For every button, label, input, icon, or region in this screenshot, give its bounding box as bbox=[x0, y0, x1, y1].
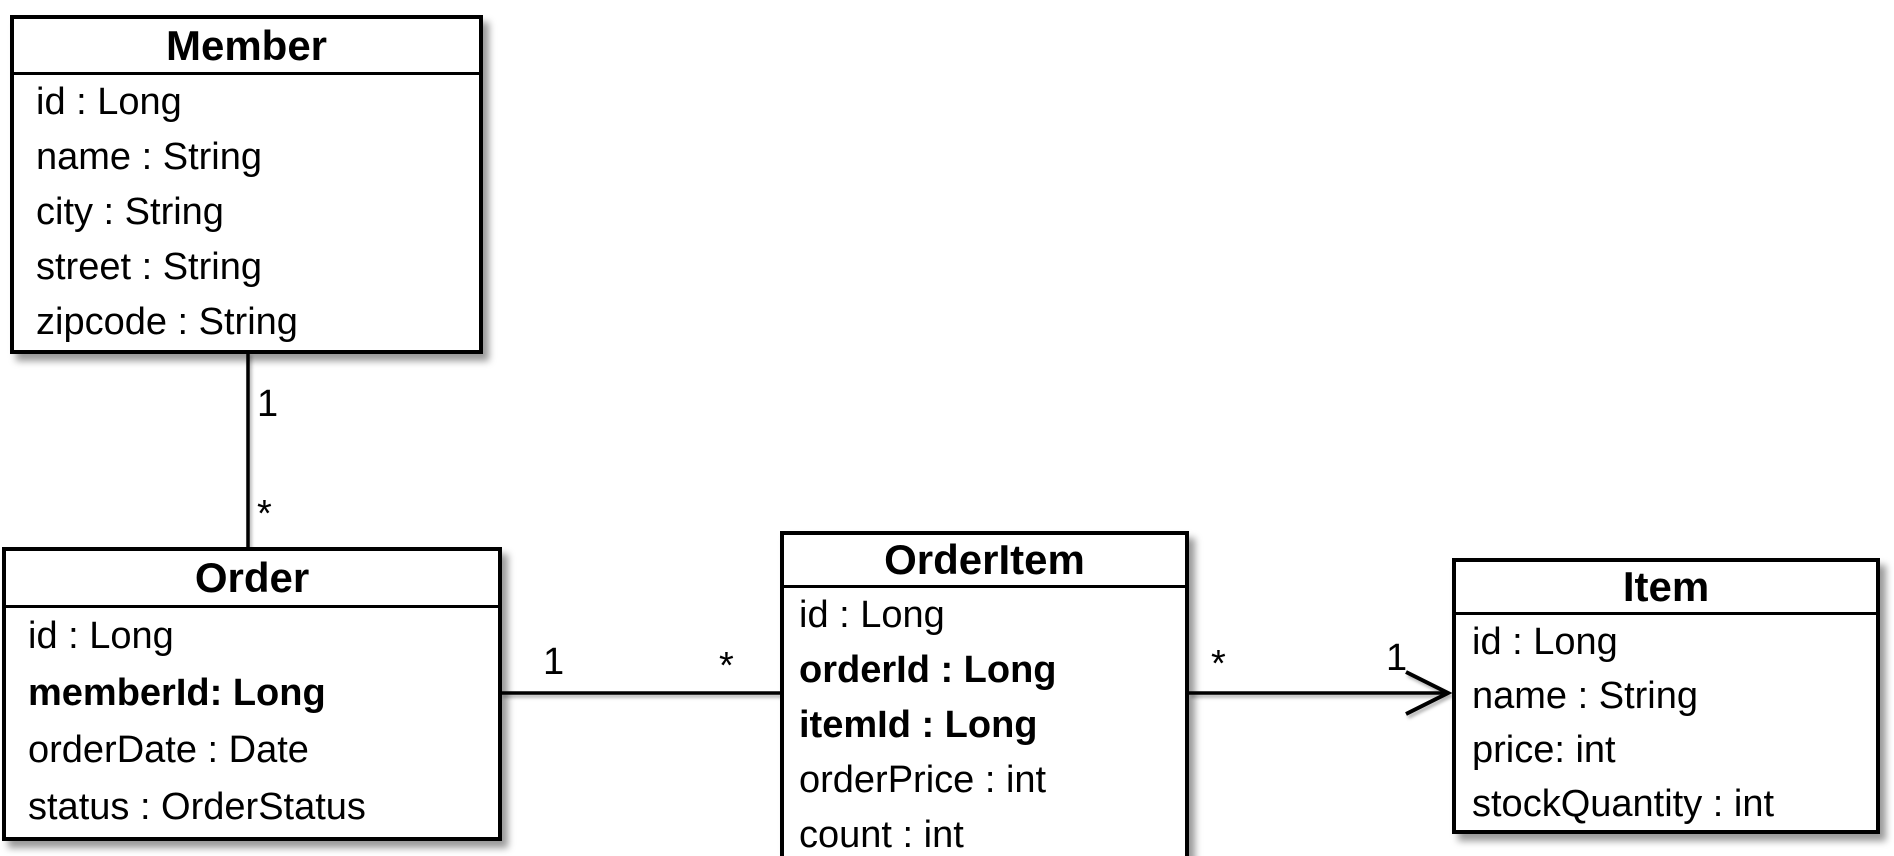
attribute-list: id : Long name : String price: int stock… bbox=[1456, 615, 1876, 831]
class-title-member: Member bbox=[14, 19, 479, 75]
attribute-list: id : Long name : String city : String st… bbox=[14, 75, 479, 350]
attribute-row: stockQuantity : int bbox=[1472, 783, 1775, 825]
attribute-row: id : Long bbox=[799, 594, 945, 636]
multiplicity-order-side: * bbox=[257, 493, 272, 535]
attribute-row: orderPrice : int bbox=[799, 759, 1047, 801]
attribute-row-foreign-key: orderId : Long bbox=[799, 649, 1057, 691]
attribute-row: id : Long bbox=[36, 81, 182, 123]
multiplicity-orderitem-side: * bbox=[719, 645, 734, 687]
class-box-item: Item id : Long name : String price: int … bbox=[1452, 558, 1880, 834]
attribute-row: orderDate : Date bbox=[28, 729, 309, 771]
arrowhead-to-item-icon bbox=[1405, 670, 1453, 716]
class-title-order: Order bbox=[6, 551, 498, 608]
multiplicity-order-side: 1 bbox=[543, 641, 565, 683]
attribute-row: id : Long bbox=[1472, 621, 1618, 663]
class-box-order: Order id : Long memberId: Long orderDate… bbox=[2, 547, 502, 841]
multiplicity-orderitem-side: * bbox=[1211, 643, 1226, 685]
attribute-row: price: int bbox=[1472, 729, 1616, 771]
class-box-member: Member id : Long name : String city : St… bbox=[10, 15, 483, 354]
attribute-row-foreign-key: itemId : Long bbox=[799, 704, 1038, 746]
attribute-row: count : int bbox=[799, 814, 964, 856]
class-title-item: Item bbox=[1456, 562, 1876, 615]
multiplicity-member-side: 1 bbox=[257, 383, 279, 425]
attribute-row: name : String bbox=[1472, 675, 1698, 717]
attribute-row: name : String bbox=[36, 136, 262, 178]
attribute-row-foreign-key: memberId: Long bbox=[28, 672, 326, 714]
attribute-row: id : Long bbox=[28, 615, 174, 657]
attribute-row: status : OrderStatus bbox=[28, 786, 366, 828]
class-box-orderitem: OrderItem id : Long orderId : Long itemI… bbox=[780, 531, 1189, 856]
attribute-row: city : String bbox=[36, 191, 224, 233]
class-title-orderitem: OrderItem bbox=[784, 535, 1185, 588]
attribute-list: id : Long memberId: Long orderDate : Dat… bbox=[6, 608, 498, 836]
multiplicity-item-side: 1 bbox=[1386, 637, 1408, 679]
attribute-row: zipcode : String bbox=[36, 301, 298, 343]
attribute-list: id : Long orderId : Long itemId : Long o… bbox=[784, 588, 1185, 856]
attribute-row: street : String bbox=[36, 246, 262, 288]
